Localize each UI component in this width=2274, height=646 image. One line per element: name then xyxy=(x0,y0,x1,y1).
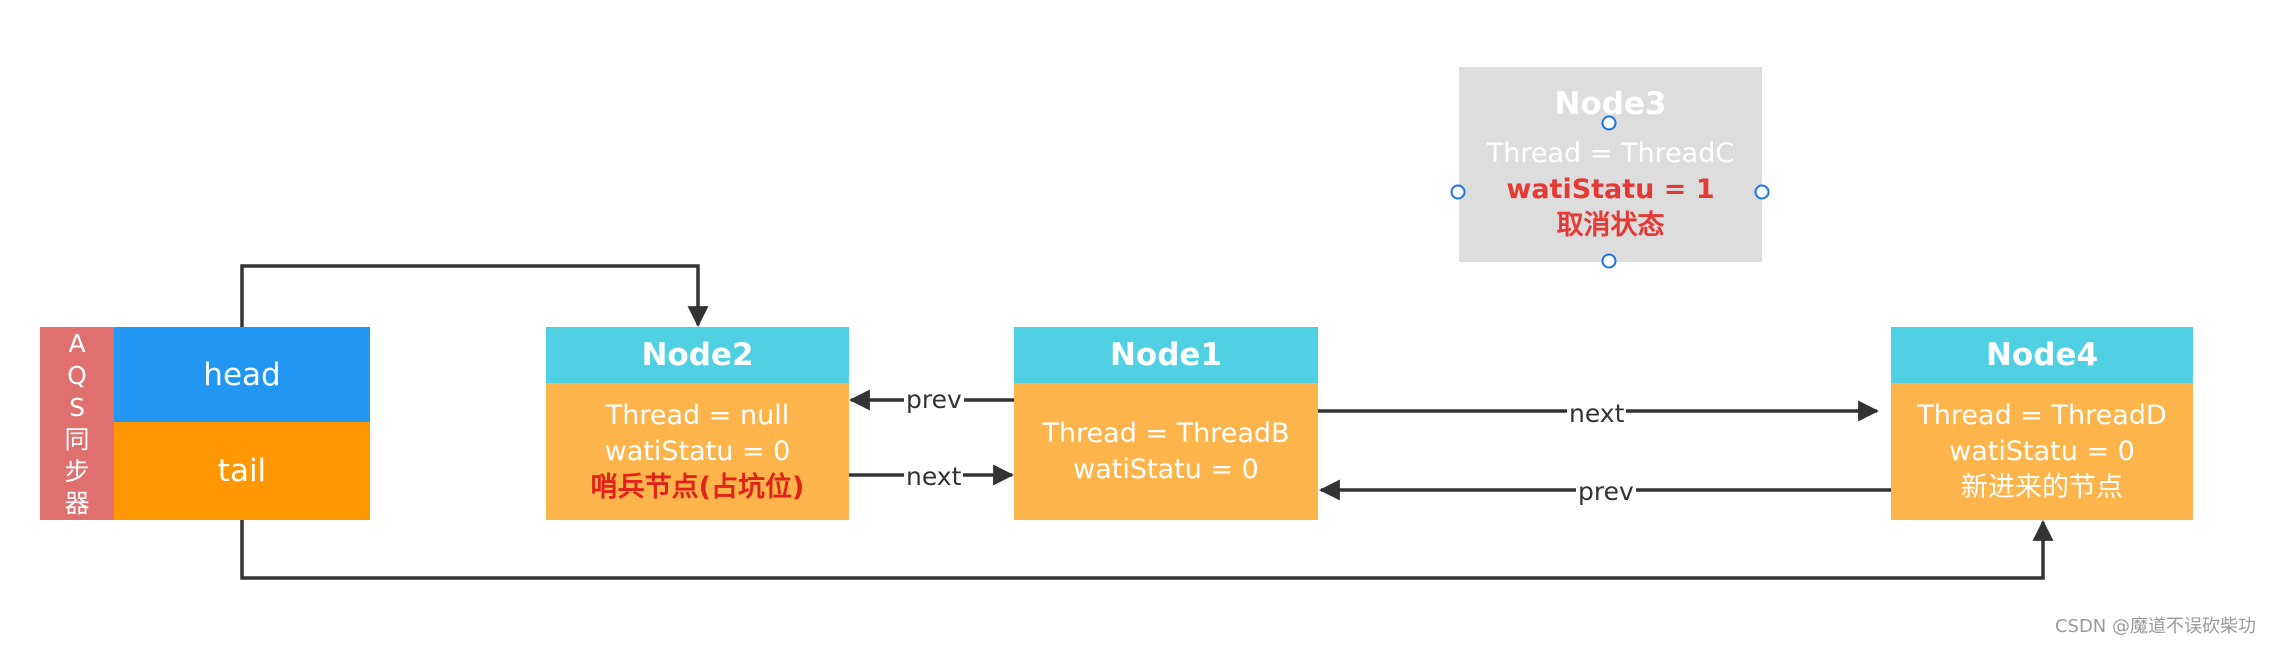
node3-title: Node3 xyxy=(1554,85,1667,122)
node4-body: Thread = ThreadD watiStatu = 0 新进来的节点 xyxy=(1891,383,2193,520)
node1-thread: Thread = ThreadB xyxy=(1042,417,1290,449)
node3-cancelled[interactable]: Node3 Thread = ThreadC watiStatu = 1 取消状… xyxy=(1459,67,1762,262)
node2-status: watiStatu = 0 xyxy=(604,435,791,467)
aqs-side-label: A Q S 同 步 器 xyxy=(40,327,114,520)
node2-note: 哨兵节点(占坑位) xyxy=(590,471,805,503)
tail-label: tail xyxy=(217,453,267,489)
resize-handle-right[interactable] xyxy=(1754,184,1770,200)
aqs-char: A xyxy=(68,328,86,358)
head-label: head xyxy=(203,356,281,393)
node3-note: 取消状态 xyxy=(1556,209,1665,241)
aqs-char: 器 xyxy=(64,488,90,518)
node2-header: Node2 xyxy=(546,327,849,383)
aqs-char: Q xyxy=(67,360,87,390)
node2-thread: Thread = null xyxy=(605,399,790,431)
node4-title: Node4 xyxy=(1985,337,2099,373)
node3-thread: Thread = ThreadC xyxy=(1486,137,1735,169)
aqs-tail-field: tail xyxy=(114,422,370,520)
node2-body: Thread = null watiStatu = 0 哨兵节点(占坑位) xyxy=(546,383,849,520)
aqs-char: 步 xyxy=(64,456,90,486)
node3-status: watiStatu = 1 xyxy=(1506,173,1715,205)
node1-header: Node1 xyxy=(1014,327,1318,383)
node4-thread: Thread = ThreadD xyxy=(1917,399,2167,431)
resize-handle-top[interactable] xyxy=(1601,115,1617,131)
watermark: CSDN @魔道不误砍柴功 xyxy=(2054,616,2256,637)
tail-pointer-arrow xyxy=(240,519,2054,580)
edge-label-prev: prev xyxy=(1576,477,1636,506)
head-pointer-arrow xyxy=(240,264,709,328)
aqs-head-field: head xyxy=(114,327,370,422)
node1-body: Thread = ThreadB watiStatu = 0 xyxy=(1014,383,1318,520)
aqs-char: 同 xyxy=(64,424,90,454)
node2-title: Node2 xyxy=(641,337,754,373)
edge-label-next: next xyxy=(1567,399,1627,428)
node4-header: Node4 xyxy=(1891,327,2193,383)
resize-handle-left[interactable] xyxy=(1450,184,1466,200)
node4-note: 新进来的节点 xyxy=(1961,471,2123,503)
node3-selection-handles xyxy=(1450,115,1770,269)
node4-status: watiStatu = 0 xyxy=(1949,435,2135,467)
node1-status: watiStatu = 0 xyxy=(1073,453,1259,485)
edge-label-next: next xyxy=(904,462,964,491)
resize-handle-bottom[interactable] xyxy=(1601,253,1617,269)
edge-label-prev: prev xyxy=(904,385,964,414)
node1-title: Node1 xyxy=(1109,337,1223,373)
aqs-char: S xyxy=(69,392,85,422)
